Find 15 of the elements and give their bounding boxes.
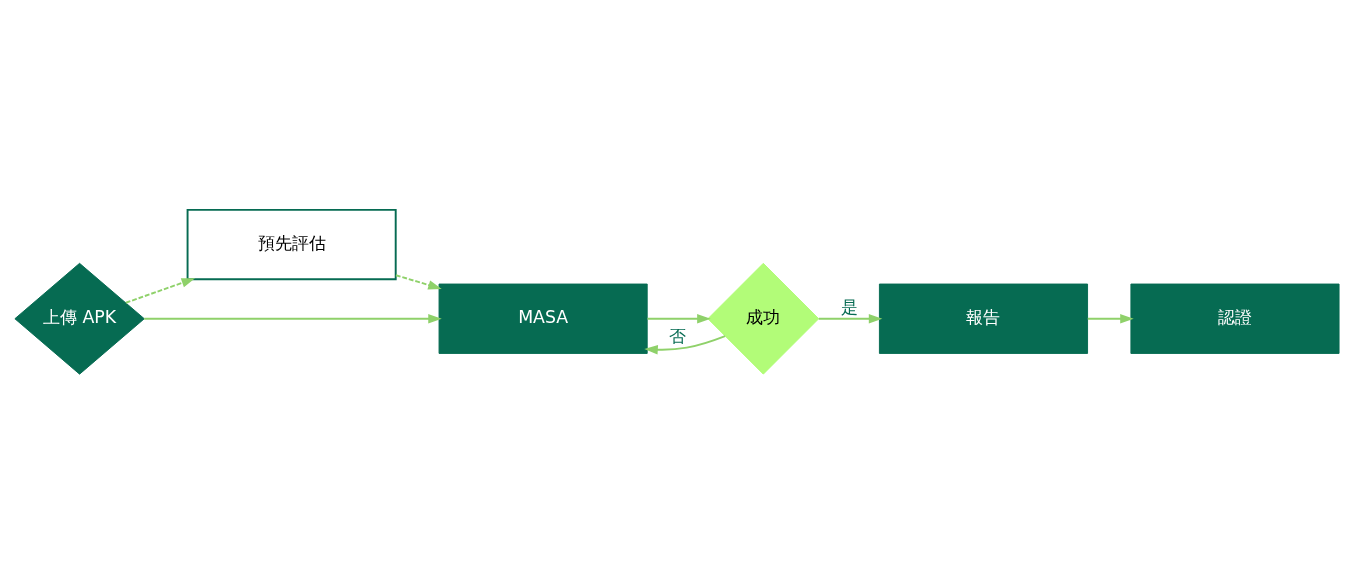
- arrow: [646, 313, 711, 323]
- node-box: 認證: [1130, 283, 1340, 354]
- arrow: [143, 313, 442, 323]
- arrow: [394, 273, 442, 290]
- arrow: [817, 313, 883, 323]
- node-box: 報告: [878, 283, 1089, 354]
- arrow: [644, 334, 726, 354]
- node-diamond: 上傳 APK: [14, 262, 145, 375]
- edge-label: 否: [669, 325, 687, 346]
- arrow: [1086, 313, 1134, 323]
- node-box: 預先評估: [186, 208, 397, 280]
- node-box: MASA: [438, 283, 648, 354]
- edge-label: 是: [840, 296, 858, 317]
- arrow: [124, 277, 196, 304]
- node-diamond: 成功: [707, 262, 820, 375]
